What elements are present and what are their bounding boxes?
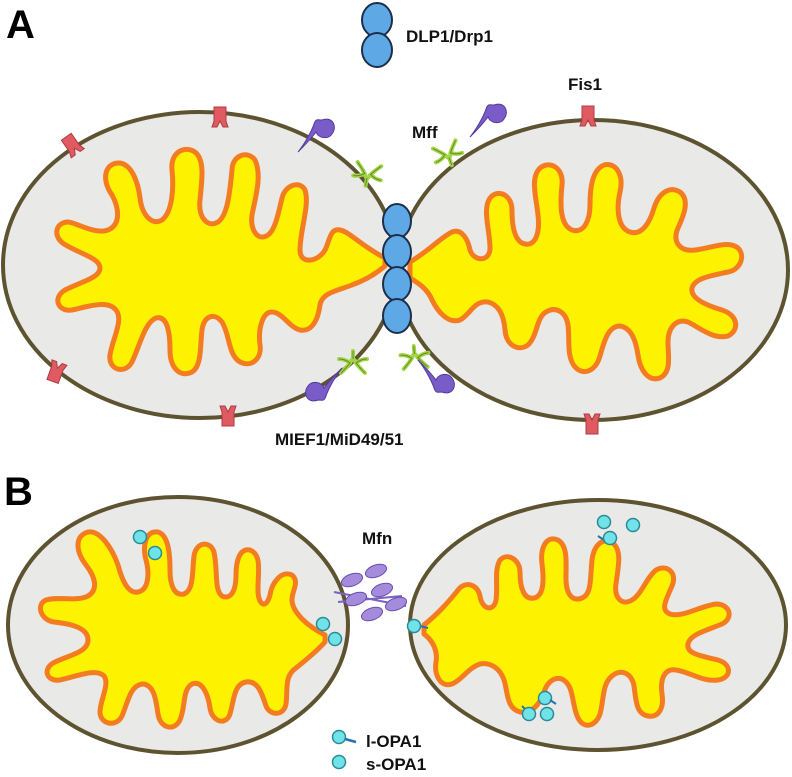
cristae-matrix — [407, 162, 745, 382]
panel-a-letter: A — [6, 3, 35, 47]
l-opa1-icon — [521, 706, 537, 722]
legend-label-l-opa1: l-OPA1 — [366, 732, 421, 751]
mff-label: Mff — [412, 123, 438, 142]
mief-label: MIEF1/MiD49/51 — [275, 430, 404, 449]
legend-label-s-opa1: s-OPA1 — [366, 755, 426, 774]
mitochondrion-a-left — [1, 110, 399, 420]
l-opa1-icon — [315, 616, 331, 632]
s-opa1-icon — [327, 631, 343, 647]
dlp1-label: DLP1/Drp1 — [406, 27, 493, 46]
s-opa1-icon — [132, 529, 148, 545]
l-opa1-icon — [331, 729, 347, 745]
mfn-icon — [359, 604, 385, 624]
fis1-label: Fis1 — [568, 75, 602, 94]
s-opa1-icon — [596, 514, 612, 530]
panel-b-letter: B — [4, 470, 33, 514]
cristae-matrix — [54, 146, 388, 377]
legend-item-s-opa1: s-OPA1 — [331, 754, 426, 774]
s-opa1-icon — [331, 754, 347, 770]
l-opa1-icon — [406, 618, 422, 634]
mitochondrion-b-left — [6, 495, 350, 755]
mitochondrion-b-right — [408, 498, 788, 752]
opa1-proteins — [132, 514, 641, 722]
mfn-icon — [339, 570, 365, 590]
mitochondrion-a-right — [396, 118, 790, 422]
dlp1-icon — [361, 2, 393, 68]
mfn-complex — [333, 561, 409, 624]
l-opa1-icon — [539, 706, 555, 722]
legend: l-OPA1 s-OPA1 — [331, 729, 426, 774]
mfn-icon — [363, 561, 389, 581]
s-opa1-icon — [147, 545, 163, 561]
s-opa1-icon — [537, 690, 553, 706]
mfn-label: Mfn — [362, 529, 392, 548]
cristae-matrix — [37, 529, 328, 730]
s-opa1-icon — [625, 517, 641, 533]
mief-icon — [469, 103, 507, 138]
l-opa1-icon — [602, 530, 618, 546]
dlp1-ring — [382, 203, 412, 334]
legend-item-l-opa1: l-OPA1 — [331, 729, 421, 751]
